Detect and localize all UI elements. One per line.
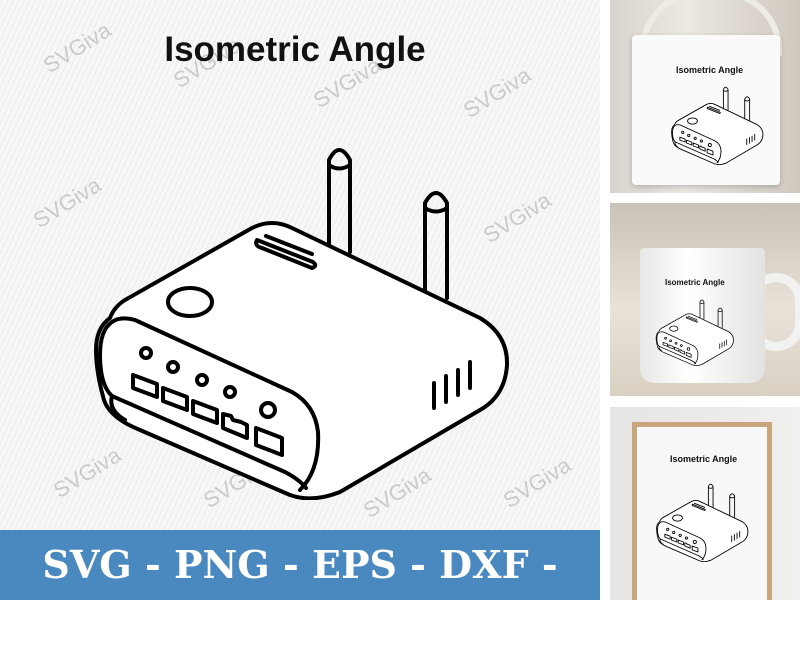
- design-title: Isometric Angle: [164, 30, 426, 69]
- router-icon: [670, 85, 765, 165]
- mug-mockup: Isometric Angle: [610, 203, 800, 396]
- router-icon: [655, 298, 735, 366]
- router-icon: [655, 482, 750, 562]
- file-formats-banner: SVG - PNG - EPS - DXF - JPG: [0, 530, 600, 657]
- mockup-caption: Isometric Angle: [676, 65, 744, 75]
- router-icon: [90, 140, 515, 500]
- tote-bag-mockup: Isometric Angle: [610, 0, 800, 193]
- mockup-caption: Isometric Angle: [665, 278, 725, 287]
- main-preview: SVGiva SVGiva SVGiva SVGiva SVGiva SVGiv…: [0, 0, 600, 530]
- watermark: SVGiva: [458, 62, 536, 123]
- frame-mockup: Isometric Angle: [610, 407, 800, 600]
- mockup-caption: Isometric Angle: [670, 454, 738, 464]
